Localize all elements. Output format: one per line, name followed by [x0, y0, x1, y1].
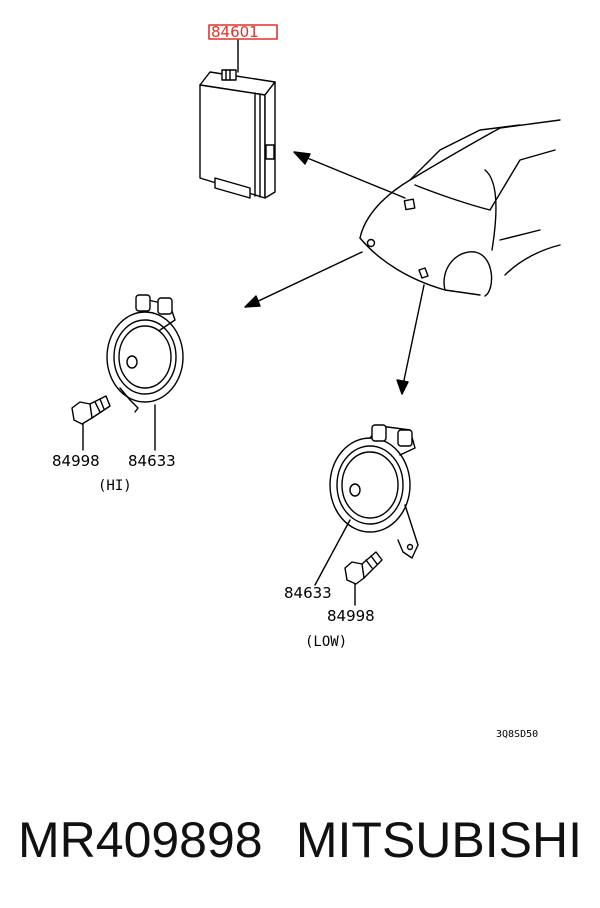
- vehicle-outline: [359, 119, 561, 297]
- highlight-box: [208, 24, 278, 40]
- arrow-to-horn-low: [396, 284, 425, 395]
- callout-horn-hi: 84633: [128, 452, 176, 470]
- label-low: (LOW): [305, 634, 347, 650]
- arrow-to-horn-hi: [244, 251, 363, 308]
- bolt-low: [344, 551, 383, 606]
- parts-diagram: 84601 84998 84633 (HI) 84633 84998 (LOW)…: [52, 23, 561, 740]
- label-hi: (HI): [98, 478, 132, 494]
- callout-horn-low: 84633: [284, 584, 332, 602]
- footer: MR409898 MITSUBISHI: [0, 800, 600, 880]
- callout-84601: 84601: [211, 23, 259, 41]
- bolt-hi: [71, 395, 111, 451]
- horn-hi: [106, 294, 184, 451]
- callout-bolt-low: 84998: [327, 607, 375, 625]
- drawing-code: 3Q8SD50: [496, 729, 538, 740]
- arrow-to-unit: [293, 151, 406, 199]
- part-number: MR409898: [18, 812, 263, 868]
- brand-name: MITSUBISHI: [295, 812, 582, 868]
- horn-low: [314, 424, 419, 586]
- control-unit: [199, 39, 276, 199]
- callout-bolt-hi: 84998: [52, 452, 100, 470]
